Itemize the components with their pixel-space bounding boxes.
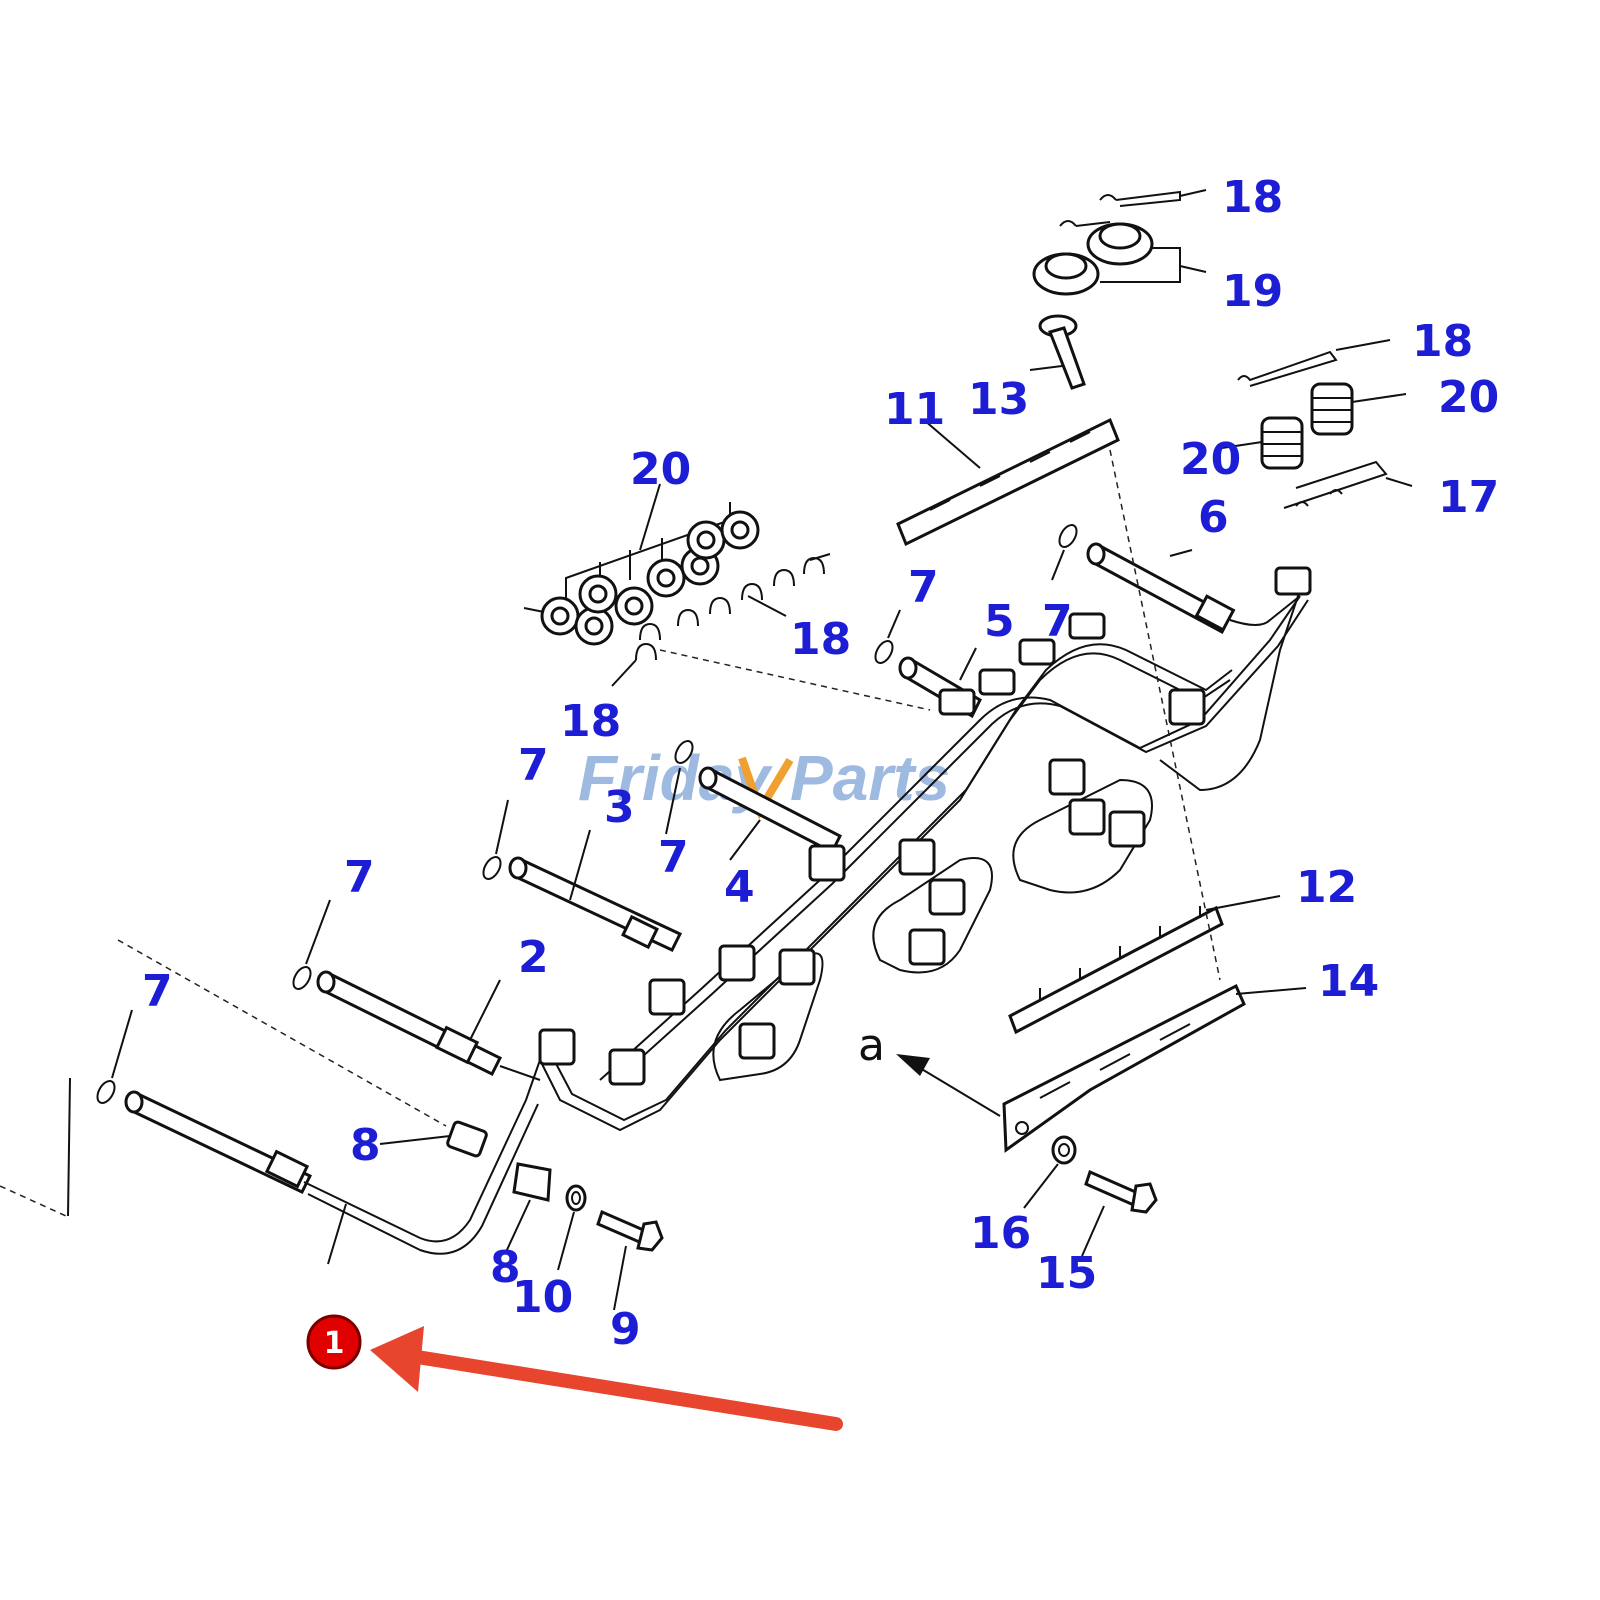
nut-group-19 xyxy=(1032,222,1207,296)
fuel-line-bundle xyxy=(539,589,1309,1132)
callout-6: 6 xyxy=(1198,492,1229,543)
callout-7-b: 7 xyxy=(1042,596,1073,647)
highlight-badge: 1 xyxy=(306,1314,362,1370)
callout-18-right: 18 xyxy=(1412,316,1473,367)
clip-group-18-top xyxy=(1059,189,1207,227)
callout-11: 11 xyxy=(884,384,945,435)
bolt-13 xyxy=(1029,314,1086,390)
callout-4: 4 xyxy=(724,862,755,913)
clamp-8-lower xyxy=(505,1162,552,1253)
plate-14 xyxy=(1002,449,1307,1153)
bolt-9 xyxy=(596,1209,664,1311)
callout-20-right: 20 xyxy=(1438,372,1499,423)
callout-7-f: 7 xyxy=(142,966,173,1017)
o-rings-7 xyxy=(96,524,1078,1104)
clip-group-18-right xyxy=(1237,339,1391,387)
grommet-pair-20 xyxy=(1221,382,1407,470)
callout-2: 2 xyxy=(518,932,549,983)
callout-18-left: 18 xyxy=(560,696,621,747)
callout-12: 12 xyxy=(1296,862,1357,913)
callout-13: 13 xyxy=(968,374,1029,425)
injection-pipe-6 xyxy=(1086,542,1301,635)
callout-9: 9 xyxy=(610,1304,641,1355)
callout-7-c: 7 xyxy=(518,740,549,791)
reference-lines xyxy=(0,939,447,1217)
callout-14: 14 xyxy=(1318,956,1379,1007)
callout-16: 16 xyxy=(970,1208,1031,1259)
callout-7-e: 7 xyxy=(344,852,375,903)
plate-17 xyxy=(1283,460,1413,509)
callout-5: 5 xyxy=(984,596,1015,647)
pipe-clamps xyxy=(538,566,1312,1086)
callout-18-top: 18 xyxy=(1222,172,1283,223)
clip-row-18 xyxy=(611,553,931,711)
callout-8-upper: 8 xyxy=(350,1120,381,1171)
callouts: 18 19 18 13 11 20 20 20 17 6 7 5 7 18 18… xyxy=(142,172,1499,1355)
injection-pipe-2 xyxy=(316,970,541,1081)
clamp-8-upper xyxy=(379,1120,488,1158)
grommet-row-20 xyxy=(523,483,760,646)
callout-18-mid: 18 xyxy=(790,614,851,665)
callout-20-left: 20 xyxy=(630,444,691,495)
injection-pipe-1 xyxy=(124,1059,541,1265)
view-marker-label: a xyxy=(858,1020,885,1071)
callout-7-a: 7 xyxy=(908,562,939,613)
callout-15: 15 xyxy=(1036,1248,1097,1299)
bolt-15 xyxy=(1081,1169,1158,1257)
washer-16 xyxy=(1023,1135,1077,1209)
callout-10: 10 xyxy=(512,1272,573,1323)
bracket-11 xyxy=(896,417,1120,547)
callout-3: 3 xyxy=(604,782,635,833)
washer-10 xyxy=(557,1184,587,1271)
view-marker-a: a xyxy=(858,1020,1001,1117)
injection-pipe-3 xyxy=(508,829,683,952)
callout-19: 19 xyxy=(1222,266,1283,317)
bracket-12 xyxy=(1008,895,1281,1035)
highlight-arrow xyxy=(370,1326,843,1431)
callout-7-d: 7 xyxy=(658,832,689,883)
callout-8-lower: 8 xyxy=(490,1242,521,1293)
callout-17: 17 xyxy=(1438,472,1499,523)
watermark-text-parts: Parts xyxy=(790,742,950,814)
highlight-badge-label: 1 xyxy=(324,1326,345,1361)
callout-20-mid: 20 xyxy=(1180,434,1241,485)
